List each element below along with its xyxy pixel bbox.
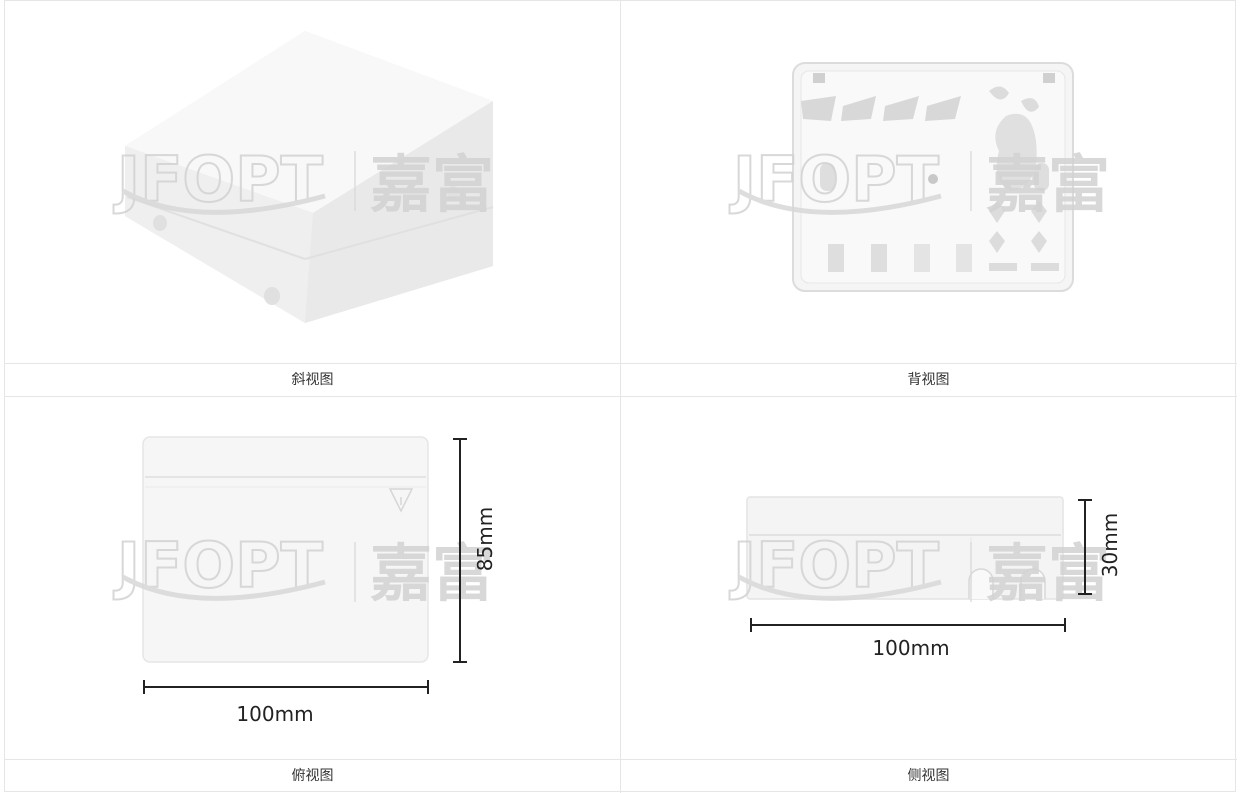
top-view-image: JFOPT 嘉富 100mm 85mm: [5, 397, 620, 759]
row-divider: [5, 759, 1237, 760]
height-dimension-line: [453, 438, 467, 663]
row-divider: [5, 396, 1237, 397]
back-view-image: JFOPT 嘉富: [621, 1, 1236, 363]
watermark-cjk: 嘉富: [370, 148, 494, 221]
svg-text:嘉富: 嘉富: [986, 148, 1110, 221]
svg-text:嘉富: 嘉富: [370, 537, 494, 610]
svg-text:嘉富: 嘉富: [986, 537, 1110, 610]
product-view-grid: JFOPT 嘉富 斜视图: [4, 0, 1237, 793]
watermark-logo: JFOPT 嘉富: [728, 528, 1110, 610]
height-dimension-label: 85mm: [473, 507, 497, 571]
caption-oblique-view: 斜视图: [291, 372, 334, 388]
side-view-image: JFOPT 嘉富 100mm 30mm: [621, 397, 1236, 759]
oblique-view-image: JFOPT 嘉富: [5, 1, 620, 363]
caption-side-view: 侧视图: [907, 768, 950, 784]
caption-back-view: 背视图: [907, 372, 950, 388]
column-divider: [620, 1, 621, 793]
width-dimension-label: 100mm: [236, 702, 313, 726]
watermark-logo: JFOPT 嘉富: [112, 528, 494, 610]
watermark-logo: JFOPT 嘉富: [112, 142, 494, 221]
width-dimension-line: [750, 618, 1066, 632]
width-dimension-label: 100mm: [872, 636, 949, 660]
watermark-logo: JFOPT 嘉富: [728, 142, 1110, 221]
height-dimension-label: 30mm: [1098, 513, 1122, 577]
height-dimension-line: [1078, 499, 1092, 595]
row-divider: [5, 363, 1237, 364]
caption-top-view: 俯视图: [291, 768, 334, 784]
width-dimension-line: [143, 680, 429, 694]
